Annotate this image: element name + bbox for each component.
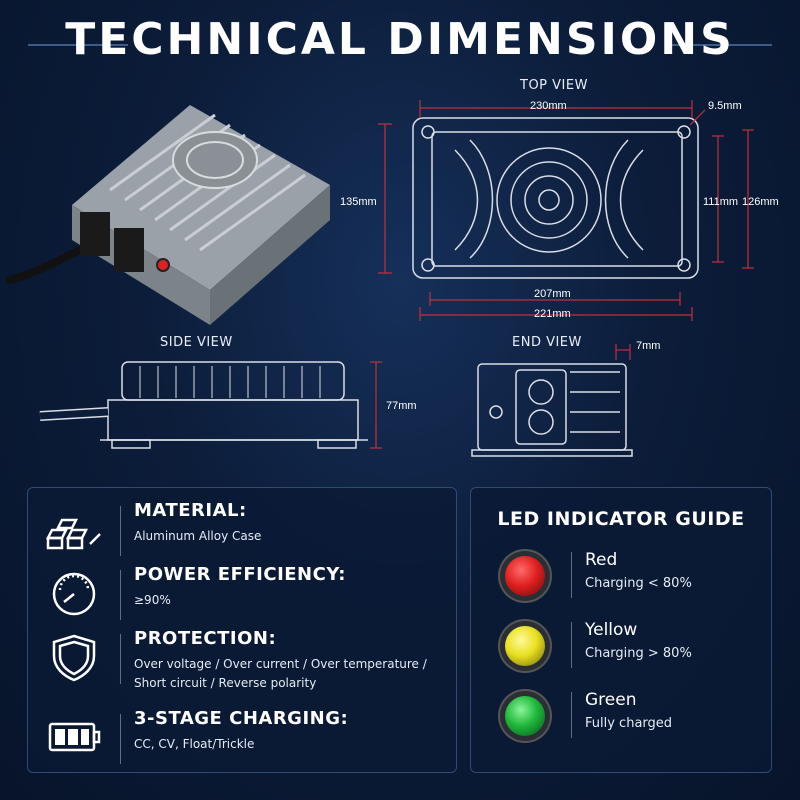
spec-divider — [120, 634, 121, 684]
battery-icon — [48, 722, 101, 752]
spec-row-material: MATERIAL: Aluminum Alloy Case — [28, 500, 454, 562]
dim-hole-diameter: 9.5mm — [708, 100, 742, 112]
yellow-led-icon — [505, 626, 545, 666]
red-led-icon — [505, 556, 545, 596]
specs-panel: MATERIAL: Aluminum Alloy Case POWER EFFI… — [27, 487, 457, 773]
led-divider — [571, 692, 572, 738]
green-led-icon — [505, 696, 545, 736]
spec-row-efficiency: POWER EFFICIENCY: ≥90% — [28, 564, 454, 626]
dim-side-height: 77mm — [386, 400, 417, 412]
spec-row-protection: PROTECTION: Over voltage / Over current … — [28, 628, 454, 690]
led-guide-title: LED INDICATOR GUIDE — [497, 508, 745, 530]
led-name: Green — [585, 690, 637, 710]
dim-top-height-right: 126mm — [742, 196, 779, 208]
led-desc: Fully charged — [585, 716, 673, 731]
title-line-right — [672, 44, 772, 46]
led-row-yellow: Yellow Charging > 80% — [471, 618, 771, 678]
metal-bars-icon — [45, 518, 101, 550]
spec-divider — [120, 506, 121, 556]
spec-row-charging: 3-STAGE CHARGING: CC, CV, Float/Trickle — [28, 708, 454, 770]
spec-desc: ≥90% — [134, 593, 171, 607]
end-view-label: END VIEW — [512, 335, 582, 350]
dim-top-width: 230mm — [530, 100, 567, 112]
top-view-label: TOP VIEW — [520, 78, 588, 93]
side-view-label: SIDE VIEW — [160, 335, 233, 350]
led-desc: Charging > 80% — [585, 646, 692, 661]
dim-top-height-inner: 111mm — [703, 196, 739, 208]
spec-title: MATERIAL: — [134, 500, 247, 521]
led-name: Red — [585, 550, 618, 570]
led-divider — [571, 622, 572, 668]
dim-end-offset: 7mm — [636, 340, 661, 352]
speedometer-icon — [52, 572, 96, 616]
shield-icon — [52, 634, 96, 682]
spec-title: 3-STAGE CHARGING: — [134, 708, 349, 729]
dim-top-width-inner: 207mm — [534, 288, 571, 300]
led-desc: Charging < 80% — [585, 576, 692, 591]
page-title: TECHNICAL DIMENSIONS — [65, 14, 735, 65]
led-row-red: Red Charging < 80% — [471, 548, 771, 608]
spec-title: POWER EFFICIENCY: — [134, 564, 347, 585]
title-line-left — [28, 44, 128, 46]
spec-desc: Aluminum Alloy Case — [134, 529, 262, 543]
spec-desc: CC, CV, Float/Trickle — [134, 737, 255, 751]
led-row-green: Green Fully charged — [471, 688, 771, 748]
led-name: Yellow — [585, 620, 638, 640]
led-guide-panel: LED INDICATOR GUIDE Red Charging < 80% Y… — [470, 487, 772, 773]
dim-top-width-base: 221mm — [534, 308, 571, 320]
spec-divider — [120, 570, 121, 620]
spec-title: PROTECTION: — [134, 628, 277, 649]
dim-top-height-left: 135mm — [340, 196, 377, 208]
led-divider — [571, 552, 572, 598]
spec-desc: Over voltage / Over current / Over tempe… — [134, 657, 427, 690]
spec-divider — [120, 714, 121, 764]
